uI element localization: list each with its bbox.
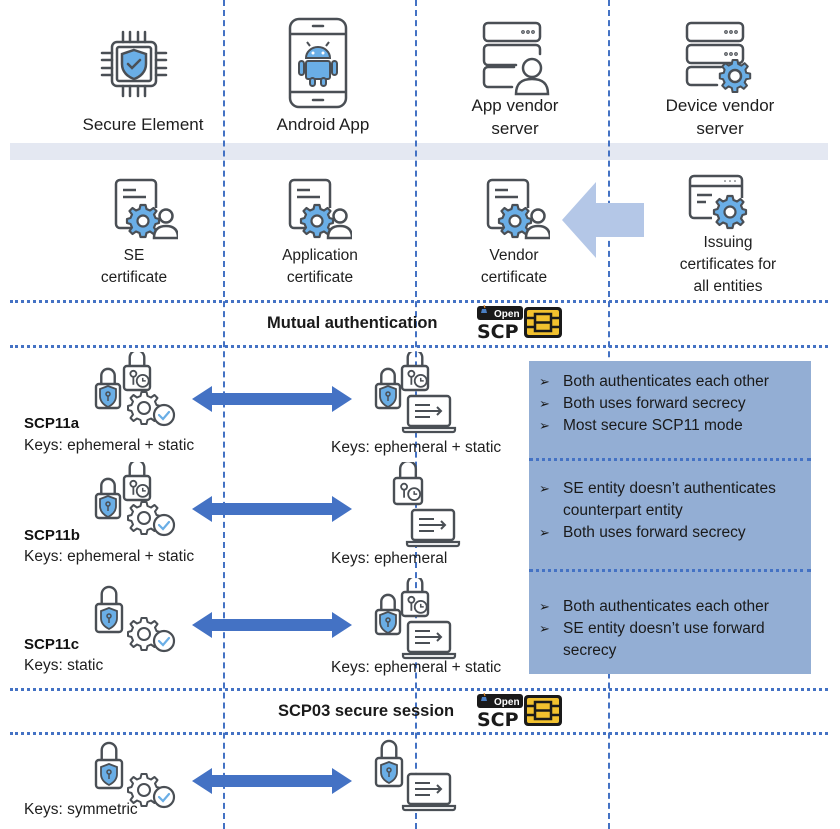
- server-gear-icon: [683, 20, 755, 96]
- mode-name-scp11a: SCP11a: [24, 415, 80, 432]
- se-keys-scp03: Keys: symmetric: [24, 801, 138, 818]
- se-key-icon-scp03: [92, 734, 184, 820]
- note-item: ➢ SE entity doesn’t use forward secrecy: [539, 618, 807, 662]
- logo-scp-text: SCP: [477, 709, 519, 727]
- issue-arrow-icon: [562, 182, 644, 258]
- se-key-icon-scp11c: [92, 578, 184, 664]
- certificate-issuer-icon: [688, 174, 748, 230]
- chip-shield-icon: [98, 28, 170, 100]
- bidirectional-arrow-icon: [192, 496, 352, 522]
- section-title-mutual-authentication: Mutual authentication: [267, 314, 438, 332]
- notes-scp11b: ➢ SE entity doesn’t authenticates counter…: [539, 478, 807, 544]
- note-text: Both uses forward secrecy: [563, 395, 746, 412]
- header-band: [10, 143, 828, 160]
- notes-divider: [529, 569, 811, 572]
- notes-divider: [529, 458, 811, 461]
- note-item: ➢ SE entity doesn’t authenticates counter…: [539, 478, 807, 522]
- bullet-arrow-icon: ➢: [539, 396, 550, 411]
- column-divider: [223, 0, 225, 829]
- note-text: SE entity doesn’t authenticates counterp…: [563, 480, 776, 519]
- certificate-label-line: certificate: [480, 269, 548, 286]
- openscp-logo: Open SCP: [477, 305, 563, 339]
- android-phone-icon: [286, 16, 350, 112]
- note-text: Both authenticates each other: [563, 373, 769, 390]
- notes-scp11c: ➢ Both authenticates each other ➢ SE entit…: [539, 596, 807, 662]
- mode-name-scp11b: SCP11b: [24, 527, 80, 544]
- note-item: ➢ Most secure SCP11 mode: [539, 415, 807, 437]
- certificate-label-line: Issuing: [703, 234, 753, 251]
- note-text: Both authenticates each other: [563, 598, 769, 615]
- app-keys-scp11b: Keys: ephemeral: [331, 550, 448, 567]
- logo-open-text: Open: [494, 697, 520, 708]
- certificate-icon: [484, 178, 550, 242]
- certificate-label-line: SE: [123, 247, 145, 264]
- logo-open-text: Open: [494, 309, 520, 320]
- section-divider: [10, 688, 828, 691]
- entity-label-secure-element: Secure Element: [82, 115, 204, 134]
- certificate-icon: [286, 178, 352, 242]
- bidirectional-arrow-icon: [192, 612, 352, 638]
- certificate-label-line: certificates for: [679, 256, 777, 273]
- section-title-scp03: SCP03 secure session: [278, 702, 455, 720]
- entity-label-line: server: [696, 119, 744, 138]
- bidirectional-arrow-icon: [192, 768, 352, 794]
- certificate-label-line: certificate: [100, 269, 168, 286]
- mode-name-scp11c: SCP11c: [24, 636, 80, 653]
- section-divider: [10, 732, 828, 735]
- bullet-arrow-icon: ➢: [539, 621, 550, 636]
- certificate-label-vendor: Vendor certificate: [440, 245, 588, 289]
- bullet-arrow-icon: ➢: [539, 418, 550, 433]
- se-keys-scp11a: Keys: ephemeral + static: [24, 437, 195, 454]
- se-keys-scp11c: Keys: static: [24, 657, 104, 674]
- openscp-logo: Open SCP: [477, 693, 563, 727]
- certificate-label-line: all entities: [693, 278, 763, 295]
- note-item: ➢ Both authenticates each other: [539, 371, 807, 393]
- app-keys-scp11a: Keys: ephemeral + static: [331, 439, 502, 456]
- bullet-arrow-icon: ➢: [539, 374, 550, 389]
- section-divider: [10, 300, 828, 303]
- note-item: ➢ Both uses forward secrecy: [539, 522, 807, 544]
- app-key-icon-scp03: [372, 734, 464, 820]
- bullet-arrow-icon: ➢: [539, 481, 550, 496]
- section-divider: [10, 345, 828, 348]
- certificate-label-issuing: Issuing certificates for all entities: [640, 232, 816, 298]
- certificate-icon: [112, 178, 178, 242]
- app-keys-scp11c: Keys: ephemeral + static: [331, 659, 502, 676]
- note-item: ➢ Both uses forward secrecy: [539, 393, 807, 415]
- entity-label-device-vendor-server: Device vendor server: [625, 94, 815, 140]
- certificate-label-line: Application: [282, 247, 358, 264]
- bullet-arrow-icon: ➢: [539, 599, 550, 614]
- app-key-icon-scp11b: [372, 462, 464, 548]
- bullet-arrow-icon: ➢: [539, 525, 550, 540]
- entity-label-android-app: Android App: [276, 115, 370, 134]
- entity-label-line: Device vendor: [665, 96, 775, 115]
- entity-label-app-vendor-server: App vendor server: [430, 94, 600, 140]
- se-key-icon-scp11b: [92, 462, 184, 548]
- bidirectional-arrow-icon: [192, 386, 352, 412]
- note-item: ➢ Both authenticates each other: [539, 596, 807, 618]
- se-key-icon-scp11a: [92, 352, 184, 438]
- notes-scp11a: ➢ Both authenticates each other ➢ Both use…: [539, 371, 807, 437]
- server-user-icon: [480, 20, 552, 96]
- certificate-label-line: certificate: [286, 269, 354, 286]
- note-text: Both uses forward secrecy: [563, 524, 746, 541]
- entity-label-line: server: [491, 119, 539, 138]
- logo-scp-text: SCP: [477, 321, 519, 339]
- certificate-label-application: Application certificate: [232, 245, 408, 289]
- mode-notes-box: ➢ Both authenticates each other ➢ Both use…: [529, 361, 811, 674]
- se-keys-scp11b: Keys: ephemeral + static: [24, 548, 195, 565]
- note-text: Most secure SCP11 mode: [563, 417, 743, 434]
- entity-label-line: App vendor: [471, 96, 559, 115]
- certificate-label-se: SE certificate: [58, 245, 210, 289]
- note-text: SE entity doesn’t use forward secrecy: [563, 620, 765, 659]
- certificate-label-line: Vendor: [489, 247, 539, 264]
- app-key-icon-scp11a: [372, 352, 464, 438]
- app-key-icon-scp11c: [372, 578, 464, 664]
